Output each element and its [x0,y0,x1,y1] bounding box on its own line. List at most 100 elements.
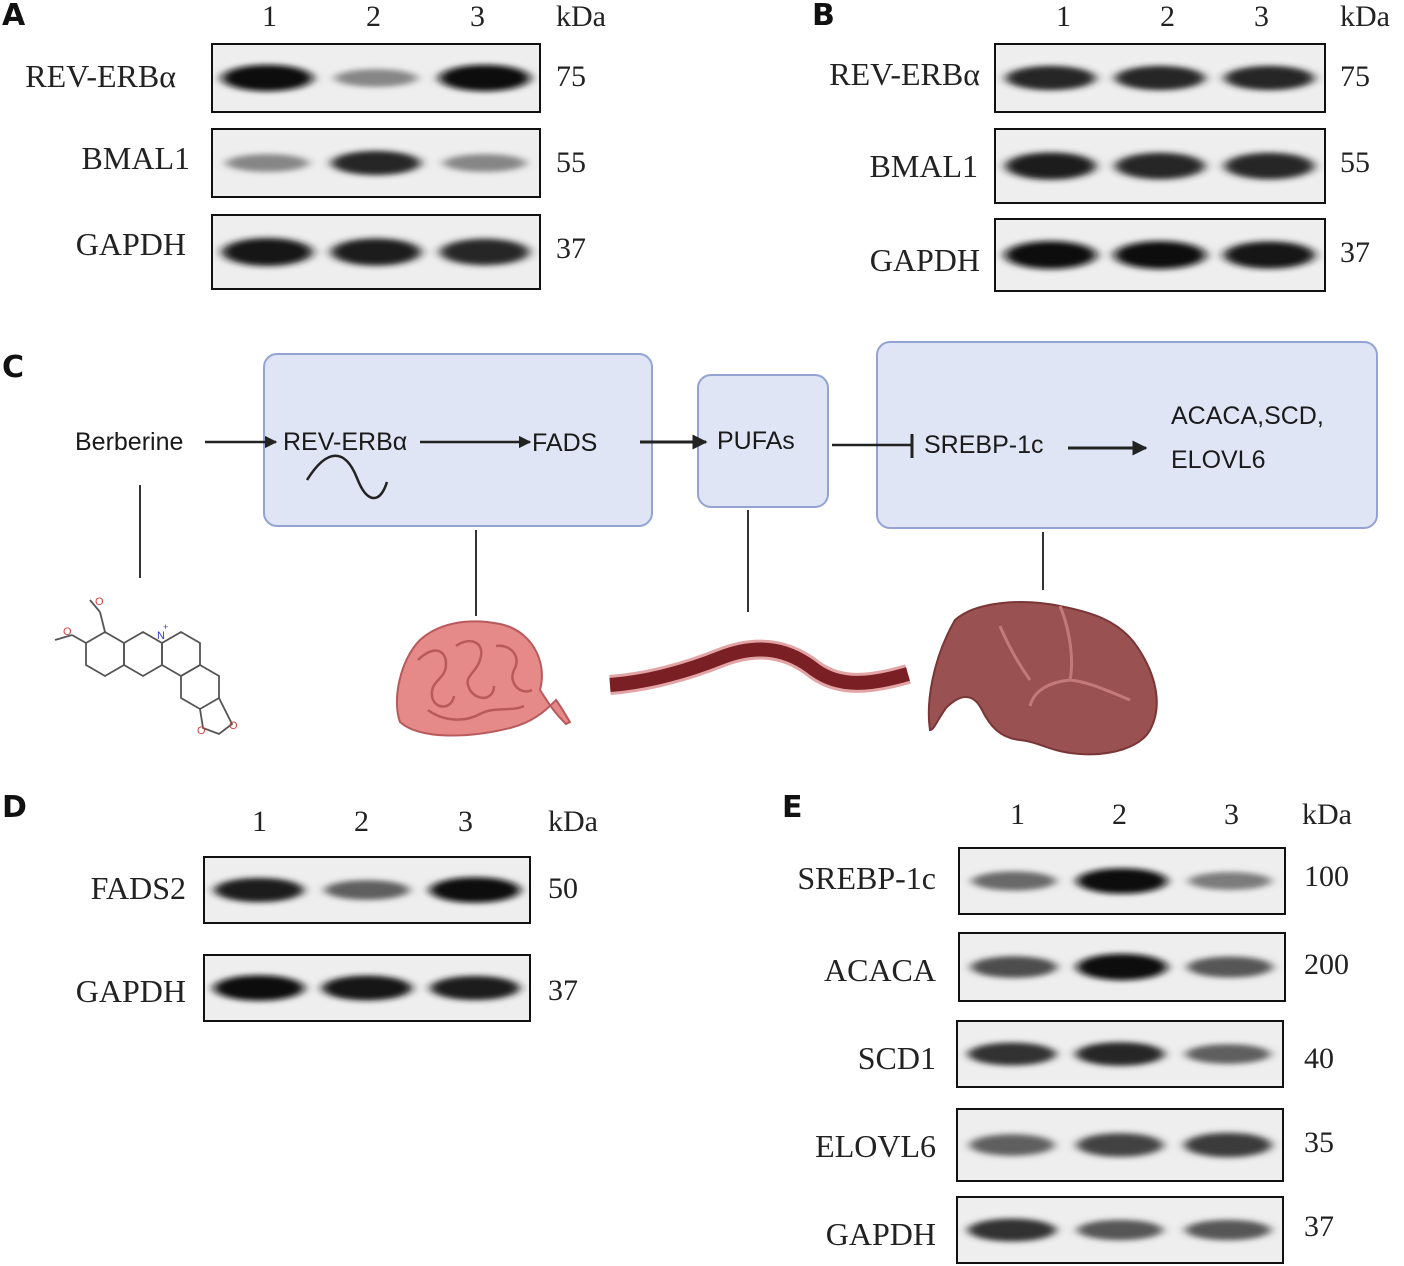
molecular-weight-label: 55 [1340,146,1370,179]
panel-letter-b: B [812,0,835,33]
molecular-weight-label: 200 [1304,948,1349,981]
panel-letter-e: E [782,790,803,825]
blot-band [321,975,413,1001]
fads-label: FADS [532,429,598,457]
western-blot [956,1020,1284,1088]
molecular-weight-label: 55 [556,146,586,179]
western-blot [994,218,1326,292]
blot-band [1223,241,1315,269]
protein-label: ACACA [823,952,936,988]
molecular-weight-label: 75 [556,60,586,93]
lane-label: 2 [1112,798,1127,831]
blot-band [429,877,521,903]
protein-label: GAPDH [75,226,186,262]
reverb-fads-box [263,353,653,527]
molecular-weight-label: 37 [1304,1210,1334,1243]
western-blot [994,43,1326,113]
blot-band [440,238,530,266]
lane-label: 2 [366,0,381,33]
panel-letter-a: A [2,0,26,33]
blot-band [213,975,305,1001]
lane-label: 1 [1010,798,1025,831]
blot-band [1224,152,1315,180]
blot-band [1076,953,1168,981]
targets-label: ACACA,SCD, [1171,402,1324,430]
atom-o: O [95,596,104,608]
blot-band [214,877,304,903]
protein-label: GAPDH [825,1216,936,1252]
blot-band [1188,872,1272,890]
atom-n: N [157,630,165,642]
blot-band [1004,241,1097,269]
lane-label: 1 [252,805,267,838]
western-blot [203,954,531,1022]
panel-letter-c: C [2,350,25,385]
panel-letter-d: D [2,790,27,825]
intestine-icon [396,620,572,737]
blot-band [1076,1133,1164,1157]
western-blot [994,128,1326,204]
molecular-weight-label: 37 [548,974,578,1007]
berberine-label: Berberine [75,428,184,456]
blot-band [1005,65,1096,91]
molecular-weight-label: 100 [1304,860,1349,893]
blot-band [225,154,309,172]
blot-band [222,237,313,267]
lane-label: 3 [1224,798,1239,831]
blot-band [221,64,313,92]
molecular-weight-label: 37 [1340,236,1370,269]
blot-band [1224,65,1315,91]
blot-band [1115,152,1205,180]
lane-label: 1 [1056,0,1071,33]
protein-label: SCD1 [857,1040,936,1076]
blot-band [430,975,520,1001]
blot-band [331,150,421,176]
blot-band [1184,1132,1272,1158]
lane-label: 2 [1160,0,1175,33]
blot-band [1077,1219,1163,1241]
atom-o: O [229,720,238,732]
atom-charge: + [163,622,168,632]
blot-band [967,1218,1057,1242]
lane-label: 3 [1254,0,1269,33]
western-blot [211,128,541,198]
protein-label: SREBP-1c [797,860,936,896]
blot-band [969,1134,1055,1156]
western-blot [211,214,541,290]
blood-vessel-icon [609,639,911,695]
srebp-label: SREBP-1c [924,431,1044,459]
western-blot [956,1108,1284,1182]
blot-band [970,956,1058,978]
western-blot [203,856,531,924]
blot-band [443,154,527,172]
blot-band [1114,241,1206,269]
blot-band [1187,956,1273,978]
molecular-weight-label: 75 [1340,60,1370,93]
sine-wave-icon [305,454,389,500]
srebp-box [876,341,1378,529]
molecular-weight-label: 35 [1304,1126,1334,1159]
blot-band [334,69,418,87]
western-blot [956,1196,1284,1264]
kda-label: kDa [556,0,606,33]
blot-band [1005,152,1096,180]
atom-o: O [197,725,206,737]
blot-band [439,64,531,92]
blot-band [1185,1044,1271,1064]
molecular-weight-label: 50 [548,872,578,905]
lane-label: 1 [262,0,277,33]
western-blot [211,43,541,113]
western-blot [958,932,1286,1002]
molecular-weight-label: 37 [556,232,586,265]
kda-label: kDa [548,805,598,838]
kda-label: kDa [1340,0,1390,33]
blot-band [1076,868,1168,894]
lane-label: 3 [470,0,485,33]
blot-band [1115,65,1205,91]
blot-band [1075,1042,1165,1066]
pufas-label: PUFAs [717,427,795,455]
protein-label: REV-ERBα [829,56,980,92]
berberine-molecule-icon [54,599,234,736]
blot-band [971,871,1057,891]
blot-band [967,1042,1057,1066]
